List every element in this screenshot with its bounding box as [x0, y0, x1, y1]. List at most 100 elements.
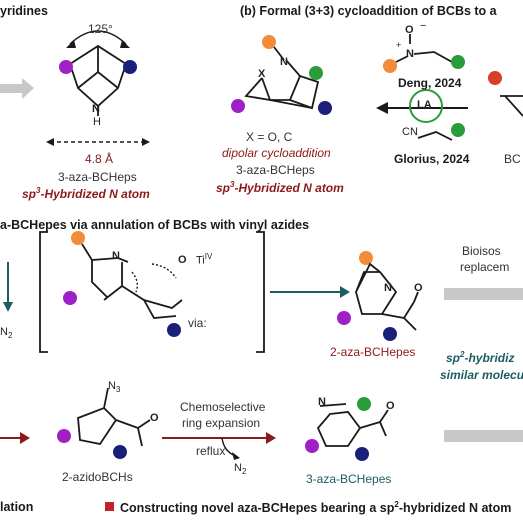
purple-substituent-b [231, 99, 245, 113]
product-top-navy-substituent [383, 327, 397, 341]
nitrile-bonds [417, 131, 453, 141]
panel-b-compound: 3-aza-BCHeps [236, 163, 315, 177]
product-top-orange-substituent [359, 251, 373, 265]
panel-a-caption: sp3-Hybridized N atom [22, 186, 150, 201]
bracket-right [256, 231, 265, 353]
la-catalyst-circle [409, 89, 443, 123]
la-label: LA [417, 99, 432, 111]
panel-b-skeleton [244, 59, 320, 110]
azido-purple-substituent [57, 429, 71, 443]
bcb-red-substituent [488, 71, 502, 85]
panel-b-caption-suffix: -Hybridized N atom [234, 181, 344, 195]
panel-a-title: yridines [0, 4, 48, 18]
footer-sup: 2 [394, 500, 399, 509]
intermediate-navy-substituent [167, 323, 181, 337]
product-top-bonds [355, 262, 419, 331]
bcb-partial [500, 95, 523, 117]
n2-mid-n: N [234, 462, 242, 474]
angle-arrowhead-right [120, 40, 130, 48]
product-bottom-purple-substituent [305, 439, 319, 453]
product-top-label: 2-aza-BCHepes [330, 345, 416, 359]
panel-a-h-atom: H [93, 116, 101, 128]
n2-left-sub: 2 [7, 331, 13, 341]
panel-b-partial-label: BC [504, 152, 521, 166]
maroon-arrowhead-left [20, 432, 30, 444]
nitrone-minus: − [420, 20, 427, 32]
panel-b-caption: sp3-Hybridized N atom [216, 180, 344, 195]
reflux-label: reflux [196, 444, 226, 458]
nitrone-o: O [405, 24, 414, 36]
navy-substituent [123, 60, 137, 74]
purple-substituent [59, 60, 73, 74]
intermediate-o: O [178, 254, 187, 266]
product-bottom-o: O [386, 400, 395, 412]
intermediate-purple-substituent [63, 291, 77, 305]
teal-arrowhead-right [340, 286, 350, 298]
gray-arrowhead-left [22, 78, 34, 99]
method-label: dipolar cycloaddition [222, 146, 331, 160]
sp2-claim-line1: sp2-hybridiz [446, 350, 514, 365]
nitrone-bonds [395, 34, 453, 63]
nitrone-plus: + [396, 40, 402, 50]
panel-a-caption-suffix: -Hybridized N atom [40, 187, 150, 201]
navy-substituent-b [318, 101, 332, 115]
intermediate-n: N [112, 250, 120, 262]
panel-a-n-atom: N [92, 103, 100, 115]
n2-left-n: N [0, 326, 8, 338]
orange-bond [273, 46, 285, 61]
panel-b-n-atom: N [280, 56, 288, 68]
titanium-label: TiIV [196, 252, 212, 267]
x-definition: X = O, C [246, 130, 293, 144]
panel-c-title: a-BCHepes via annulation of BCBs with vi… [0, 218, 310, 232]
panel-b-caption-prefix: sp [216, 181, 231, 195]
n2-left: N2 [0, 326, 12, 340]
sp2-claim-sup: 2 [460, 350, 465, 359]
distance-arrowhead-right [142, 138, 150, 146]
panel-b-title: (b) Formal (3+3) cycloaddition of BCBs t… [240, 4, 497, 18]
sp2-claim-line2: similar molecu [440, 368, 523, 382]
product-bottom-label: 3-aza-BCHepes [306, 472, 392, 486]
teal-arrowhead-down [3, 302, 13, 312]
green-substituent [309, 66, 323, 80]
panel-a-skeleton [68, 44, 128, 116]
bond-angle-label: 125° [88, 22, 113, 36]
titanium-oxidation: IV [204, 252, 213, 261]
panel-b-x-atom: X [258, 68, 266, 80]
nitrone-green-substituent [451, 55, 465, 69]
n2-mid-sub: 2 [241, 467, 247, 477]
azido-n3-symbol: N [108, 380, 116, 392]
nitrone-n: N [406, 48, 414, 60]
distance-arrowhead-left [46, 138, 54, 146]
product-bottom-bonds [316, 403, 389, 447]
ref-glorius: Glorius, 2024 [394, 152, 470, 166]
bracket-left [39, 231, 48, 353]
chemoselective-line1: Chemoselective [180, 400, 266, 414]
product-bottom-green-substituent [357, 397, 371, 411]
maroon-arrowhead-mid [266, 432, 276, 444]
intermediate-orange-substituent [71, 231, 85, 245]
via-label: via: [188, 316, 207, 330]
orange-substituent [262, 35, 276, 49]
bottom-left-fragment: lation [0, 500, 34, 514]
intermediate-curved-arrow [131, 263, 177, 293]
azido-bonds [77, 387, 151, 447]
intermediate-bonds [81, 243, 183, 319]
footer-text: Constructing novel aza-BCHepes bearing a… [120, 500, 511, 515]
titanium-symbol: Ti [196, 254, 205, 267]
product-top-n: N [384, 282, 392, 294]
nitrone-orange-substituent [383, 59, 397, 73]
panel-b-caption-sup: 3 [230, 180, 235, 189]
distance-label: 4.8 Å [85, 152, 114, 166]
n2-release-arrowhead [232, 452, 240, 460]
sp2-claim-prefix: sp [446, 351, 461, 365]
reaction-arrowhead-b [376, 102, 388, 114]
sp2-claim-suffix: -hybridiz [464, 351, 515, 365]
footer-bullet [105, 502, 114, 511]
azido-n3-sub: 3 [115, 385, 121, 395]
footer-prefix: Constructing novel aza-BCHepes bearing a… [120, 501, 395, 516]
azido-n3: N3 [108, 380, 120, 394]
panel-a-compound: 3-aza-BCHeps [58, 170, 137, 184]
bioisostere-line1: Bioisos [462, 244, 501, 258]
panel-a-caption-prefix: sp [22, 187, 37, 201]
azido-o: O [150, 412, 159, 424]
